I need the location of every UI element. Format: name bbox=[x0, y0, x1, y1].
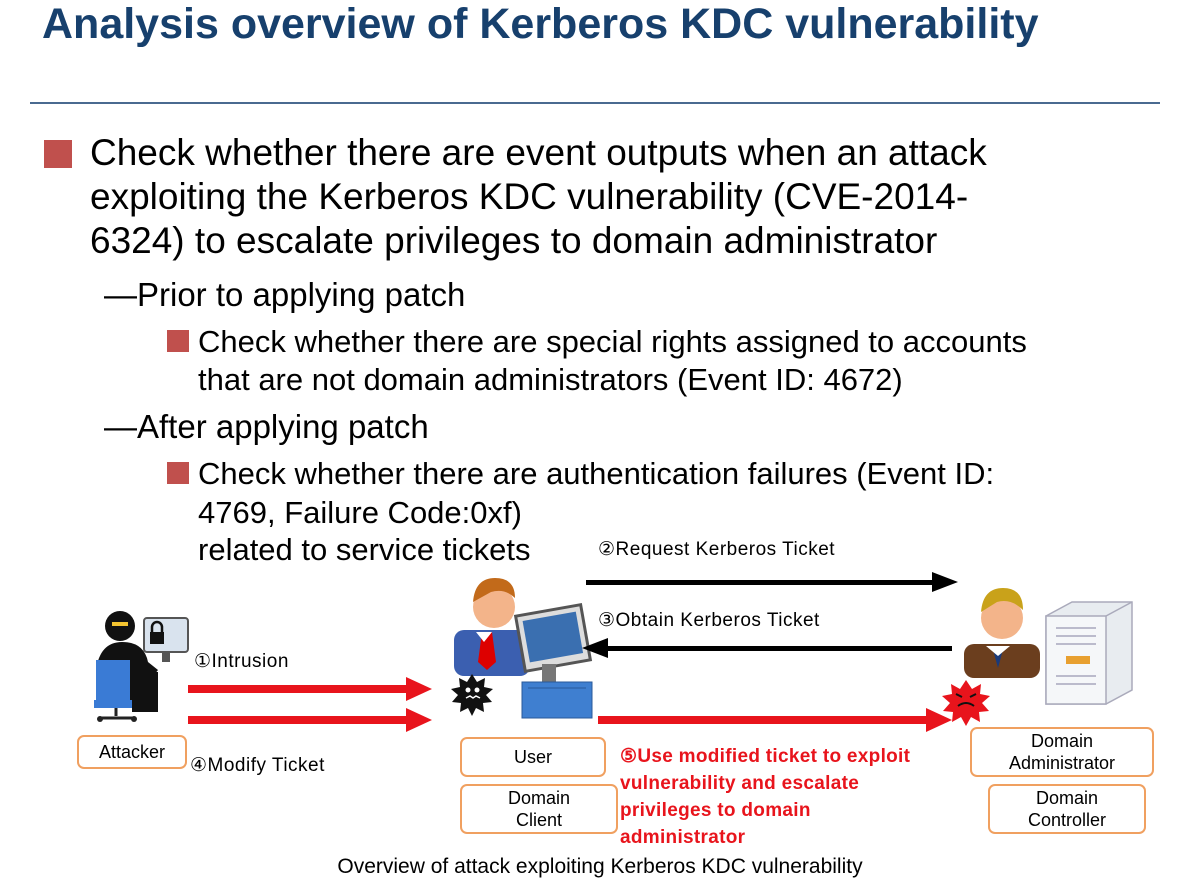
hacker-at-computer-icon bbox=[94, 611, 189, 722]
step-modify-ticket-label: ④Modify Ticket bbox=[190, 755, 325, 776]
prior-line-2: that are not domain administrators (Even… bbox=[198, 362, 903, 397]
after-heading: ―After applying patch bbox=[104, 408, 429, 445]
request-ticket-arrow bbox=[586, 572, 958, 592]
prior-line-1: Check whether there are special rights a… bbox=[198, 324, 1027, 359]
step-exploit-line-4: administrator bbox=[620, 827, 746, 848]
main-bullet-line-3: 6324) to escalate privileges to domain a… bbox=[90, 220, 938, 261]
after-line-2: 4769, Failure Code:0xf) bbox=[198, 495, 522, 530]
user-at-computer-icon bbox=[454, 578, 593, 719]
main-bullet-line-2: exploiting the Kerberos KDC vulnerabilit… bbox=[90, 176, 969, 217]
step-exploit-line-3: privileges to domain bbox=[620, 800, 811, 821]
bullet-square-icon bbox=[44, 140, 72, 168]
main-bullet-line-1: Check whether there are event outputs wh… bbox=[90, 132, 987, 173]
bullet-square-icon bbox=[167, 462, 189, 484]
angry-malware-icon bbox=[942, 680, 990, 726]
intrusion-arrow bbox=[188, 677, 432, 701]
modify-ticket-arrow bbox=[188, 708, 432, 732]
domain-controller-label: Domain Controller bbox=[988, 784, 1146, 834]
administrator-icon bbox=[964, 588, 1040, 678]
title-divider bbox=[30, 102, 1160, 104]
step-exploit-line-1: ⑤Use modified ticket to exploit bbox=[620, 746, 911, 767]
bullet-square-icon bbox=[167, 330, 189, 352]
page-title: Analysis overview of Kerberos KDC vulner… bbox=[42, 0, 1039, 48]
step-exploit-line-2: vulnerability and escalate bbox=[620, 773, 860, 794]
diagram-caption: Overview of attack exploiting Kerberos K… bbox=[337, 855, 863, 878]
step-request-ticket-label: ②Request Kerberos Ticket bbox=[598, 539, 836, 560]
obtain-ticket-arrow bbox=[582, 638, 952, 658]
domain-client-label: Domain Client bbox=[460, 784, 618, 834]
after-line-1: Check whether there are authentication f… bbox=[198, 456, 995, 491]
prior-heading: ―Prior to applying patch bbox=[104, 276, 466, 313]
step-obtain-ticket-label: ③Obtain Kerberos Ticket bbox=[598, 610, 820, 631]
domain-administrator-label: Domain Administrator bbox=[970, 727, 1154, 777]
step-intrusion-label: ①Intrusion bbox=[194, 651, 289, 672]
user-label: User bbox=[460, 737, 606, 777]
malware-icon bbox=[451, 674, 493, 716]
server-icon bbox=[1045, 601, 1133, 705]
exploit-arrow bbox=[598, 708, 952, 732]
after-line-3: related to service tickets bbox=[198, 532, 531, 567]
attacker-label: Attacker bbox=[77, 735, 187, 769]
step-exploit-label: ⑤Use modified ticket to exploit vulnerab… bbox=[620, 743, 910, 851]
